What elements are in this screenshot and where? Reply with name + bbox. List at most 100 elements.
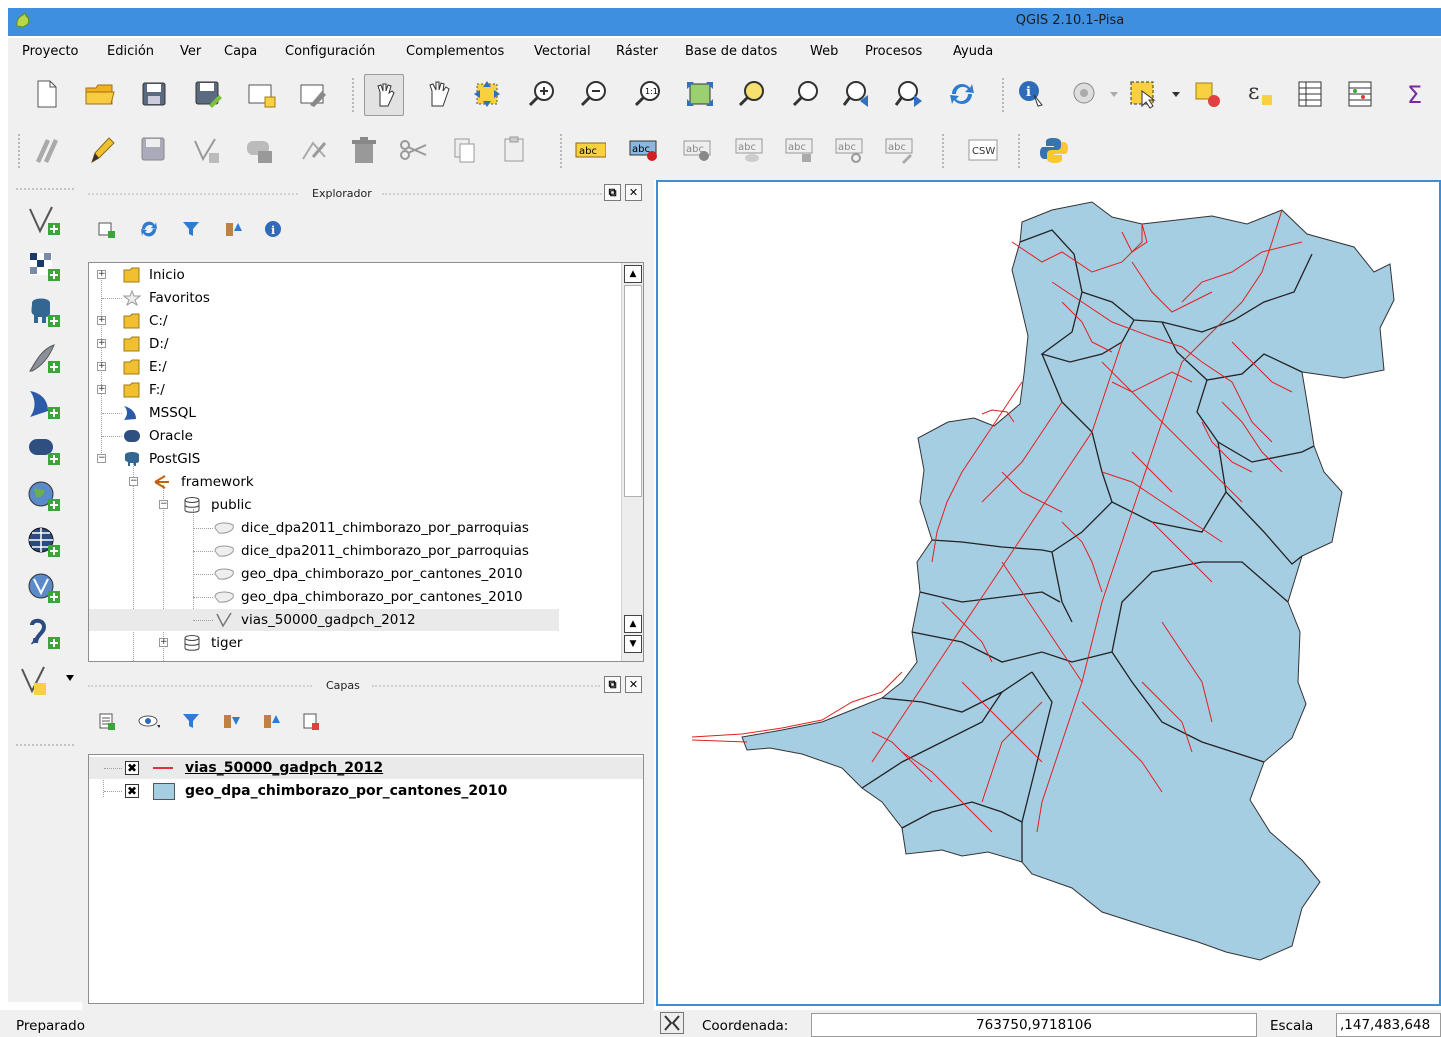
- collapse-icon[interactable]: −: [129, 476, 138, 486]
- tree-item-public[interactable]: − public: [159, 497, 252, 513]
- toggle-extents-mouse-icon[interactable]: [660, 1012, 684, 1034]
- expand-icon[interactable]: +: [97, 361, 106, 371]
- menu-ver[interactable]: Ver: [180, 44, 202, 59]
- tree-item-framework[interactable]: − framework: [129, 474, 254, 490]
- layer-visibility-checkbox[interactable]: ✖: [125, 761, 139, 775]
- add-spatialite-layer-feather-icon[interactable]: [22, 338, 66, 378]
- add-delimited-text-layer-icon[interactable]: ,: [22, 614, 66, 654]
- menu-configuracion[interactable]: Configuración: [285, 44, 376, 59]
- expand-icon[interactable]: +: [97, 384, 106, 394]
- save-project-icon[interactable]: [138, 78, 170, 110]
- tree-item-oracle[interactable]: Oracle: [89, 425, 623, 447]
- menu-complementos[interactable]: Complementos: [406, 44, 505, 59]
- scroll-up-icon[interactable]: ▲: [624, 265, 642, 283]
- zoom-last-icon[interactable]: [842, 78, 874, 110]
- copy-features-icon[interactable]: [448, 134, 480, 166]
- save-as-icon[interactable]: [192, 78, 224, 110]
- tree-item-favoritos[interactable]: Favoritos: [89, 287, 623, 309]
- layer-item-vias[interactable]: ✖ vias_50000_gadpch_2012: [89, 757, 643, 779]
- tree-item-drive-f[interactable]: + F:/: [97, 382, 165, 398]
- layers-tree[interactable]: ✖ vias_50000_gadpch_2012 ✖ geo_dpa_chimb…: [88, 754, 644, 1004]
- chevron-down-icon[interactable]: [1168, 78, 1184, 110]
- expand-all-icon[interactable]: [220, 710, 242, 732]
- tree-item-table-selected[interactable]: vias_50000_gadpch_2012: [89, 609, 559, 631]
- scrollbar-thumb[interactable]: [624, 285, 642, 497]
- pin-labels-icon[interactable]: abc: [682, 134, 714, 166]
- move-feature-icon[interactable]: [244, 134, 276, 166]
- tree-item-drive-c[interactable]: + C:/: [97, 313, 168, 329]
- expand-icon[interactable]: +: [97, 338, 106, 348]
- show-hide-labels-icon[interactable]: abc: [734, 134, 766, 166]
- zoom-in-icon[interactable]: [526, 78, 558, 110]
- run-feature-action-icon[interactable]: [1070, 78, 1102, 110]
- add-wcs-layer-globe-icon[interactable]: [22, 522, 66, 562]
- map-canvas[interactable]: [656, 180, 1441, 1006]
- toggle-editing-pencil-icon[interactable]: [86, 134, 118, 166]
- browser-tree[interactable]: + Inicio Favoritos + C:/ + D:/ + E:/ + F…: [88, 262, 644, 662]
- node-tool-icon[interactable]: [298, 134, 330, 166]
- identify-features-icon[interactable]: i: [1016, 78, 1048, 110]
- zoom-native-resolution-icon[interactable]: 1:1: [632, 78, 664, 110]
- browser-scrollbar[interactable]: ▲ ▲ ▼: [621, 263, 643, 661]
- tree-item-table[interactable]: dice_dpa2011_chimborazo_por_parroquias: [89, 517, 623, 539]
- zoom-to-layer-icon[interactable]: [790, 78, 822, 110]
- add-wms-layer-globe-icon[interactable]: [22, 476, 66, 516]
- collapse-all-icon[interactable]: [222, 218, 244, 240]
- pan-hand-icon[interactable]: [422, 78, 454, 110]
- menu-procesos[interactable]: Procesos: [865, 44, 923, 59]
- scale-field[interactable]: ,147,483,648: [1336, 1013, 1441, 1037]
- tree-item-mssql[interactable]: MSSQL: [89, 402, 623, 424]
- zoom-out-icon[interactable]: [578, 78, 610, 110]
- tree-item-table[interactable]: geo_dpa_chimborazo_por_cantones_2010: [89, 586, 623, 608]
- zoom-full-icon[interactable]: [684, 78, 716, 110]
- chevron-down-icon[interactable]: [1106, 78, 1122, 110]
- deselect-all-icon[interactable]: [1192, 78, 1224, 110]
- menu-vectorial[interactable]: Vectorial: [534, 44, 591, 59]
- open-project-icon[interactable]: [84, 78, 116, 110]
- add-postgis-layer-elephant-icon[interactable]: [22, 292, 66, 332]
- composer-manager-icon[interactable]: [298, 78, 330, 110]
- select-features-icon[interactable]: [1128, 78, 1160, 110]
- new-shapefile-layer-icon[interactable]: [16, 660, 76, 700]
- tree-item-table[interactable]: dice_dpa2011_chimborazo_por_parroquias: [89, 540, 623, 562]
- field-calculator-icon[interactable]: [1344, 78, 1376, 110]
- refresh-icon[interactable]: [946, 78, 978, 110]
- expand-icon[interactable]: +: [159, 637, 168, 647]
- menu-edicion[interactable]: Edición: [107, 44, 155, 59]
- current-edits-icon[interactable]: [32, 134, 64, 166]
- menu-capa[interactable]: Capa: [224, 44, 258, 59]
- tree-item-tiger[interactable]: + tiger: [159, 635, 243, 651]
- menu-ayuda[interactable]: Ayuda: [953, 44, 994, 59]
- filter-funnel-icon[interactable]: [180, 218, 202, 240]
- collapse-icon[interactable]: −: [97, 453, 106, 463]
- menu-web[interactable]: Web: [810, 44, 839, 59]
- paste-features-icon[interactable]: [498, 134, 530, 166]
- scroll-up-icon[interactable]: ▲: [624, 615, 642, 633]
- float-panel-icon[interactable]: ⧉: [604, 676, 621, 693]
- tree-item-drive-d[interactable]: + D:/: [97, 336, 169, 352]
- attribute-table-icon[interactable]: [1294, 78, 1326, 110]
- add-mssql-layer-icon[interactable]: [22, 384, 66, 424]
- tree-item-table[interactable]: geo_dpa_chimborazo_por_cantones_2010: [89, 563, 623, 585]
- statistics-sigma-icon[interactable]: Σ: [1398, 78, 1430, 110]
- coordinate-field[interactable]: 763750,9718106: [811, 1013, 1257, 1037]
- add-raster-layer-icon[interactable]: [22, 246, 66, 286]
- layer-labeling-icon[interactable]: abc: [628, 134, 660, 166]
- tree-item-postgis[interactable]: − PostGIS: [97, 451, 201, 467]
- delete-selected-trash-icon[interactable]: [348, 134, 380, 166]
- pan-map-to-selection-icon[interactable]: [364, 74, 404, 116]
- add-feature-icon[interactable]: [190, 134, 222, 166]
- new-project-icon[interactable]: [30, 78, 62, 110]
- select-by-expression-icon[interactable]: ε: [1244, 78, 1276, 110]
- new-print-composer-icon[interactable]: [246, 78, 278, 110]
- tree-item-drive-e[interactable]: + E:/: [97, 359, 167, 375]
- filter-funnel-icon[interactable]: [180, 710, 202, 732]
- menu-proyecto[interactable]: Proyecto: [22, 44, 79, 59]
- refresh-icon[interactable]: [138, 218, 160, 240]
- add-wfs-layer-globe-icon[interactable]: [22, 568, 66, 608]
- pan-to-selection-icon[interactable]: [472, 78, 504, 110]
- save-layer-edits-icon[interactable]: [138, 134, 170, 166]
- change-label-icon[interactable]: abc: [884, 134, 916, 166]
- manage-visibility-eye-icon[interactable]: [138, 710, 160, 732]
- menu-raster[interactable]: Ráster: [616, 44, 658, 59]
